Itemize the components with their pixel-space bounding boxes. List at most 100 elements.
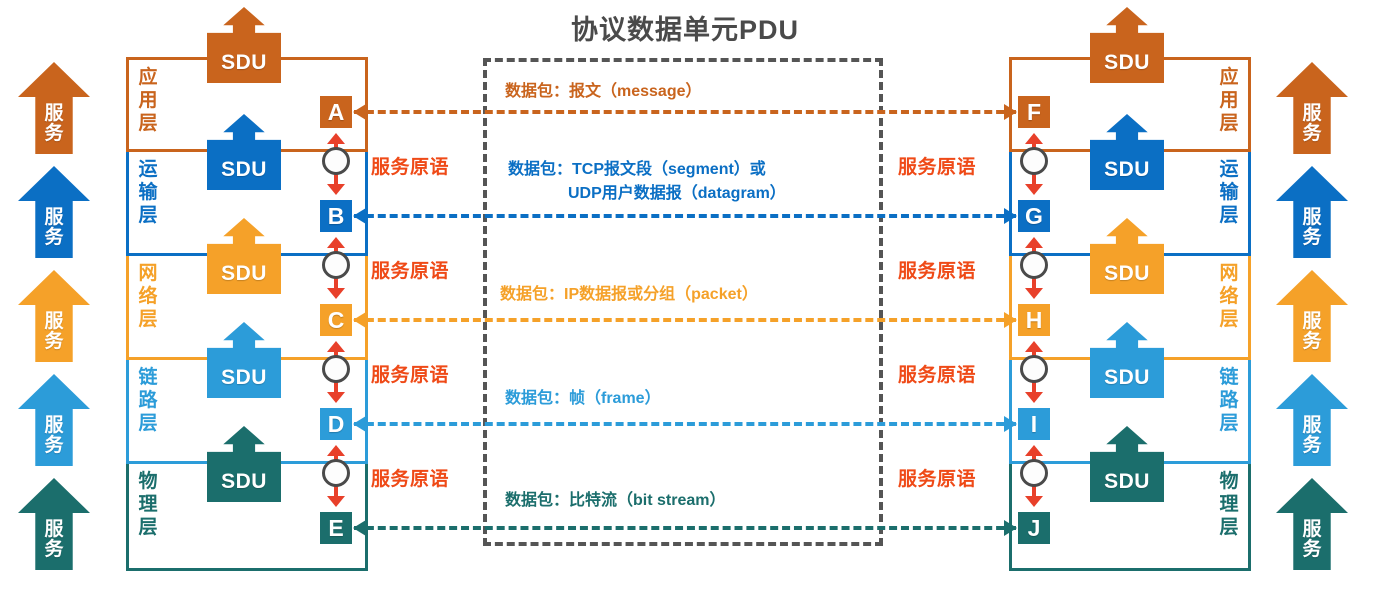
service-primitive-label-left-1: 服务原语 — [371, 157, 450, 178]
sdu-block-right-1: SDU — [1090, 7, 1164, 83]
layer-name: 运 输 层 — [1219, 159, 1239, 226]
pdu-dashed-container — [483, 58, 883, 546]
layer-name: 应 用 层 — [138, 67, 158, 134]
pdu-description-1: 数据包：报文（message） — [505, 80, 702, 104]
sap-circle-icon — [1020, 355, 1048, 383]
service-arrow-label: 服 务 — [44, 103, 64, 144]
layer-name: 应 用 层 — [1219, 67, 1239, 134]
service-arrow-right-5: 服 务 — [1276, 478, 1348, 570]
arrow-up-icon — [327, 445, 345, 456]
layer-name: 物 理 层 — [1219, 471, 1239, 538]
sap-circle-icon — [322, 147, 350, 175]
service-arrow-right-4: 服 务 — [1276, 374, 1348, 466]
pdu-description-4: 数据包：帧（frame） — [505, 387, 661, 411]
layer-left-5: 物 理 层 — [126, 464, 368, 571]
sdu-label: SDU — [1104, 470, 1150, 493]
endpoint-box-f[interactable]: F — [1018, 96, 1050, 128]
service-arrow-right-3: 服 务 — [1276, 270, 1348, 362]
service-primitive-label-right-3: 服务原语 — [898, 365, 977, 386]
service-arrow-label: 服 务 — [1302, 207, 1322, 248]
service-arrow-left-5: 服 务 — [18, 478, 90, 570]
service-arrow-label: 服 务 — [1302, 519, 1322, 560]
pdu-description-line: 数据包：IP数据报或分组（packet） — [500, 286, 758, 303]
service-access-point-right-1 — [1017, 133, 1051, 195]
arrow-up-icon — [1025, 133, 1043, 144]
service-arrow-right-2: 服 务 — [1276, 166, 1348, 258]
endpoint-box-d[interactable]: D — [320, 408, 352, 440]
service-arrow-label: 服 务 — [1302, 311, 1322, 352]
endpoint-box-i[interactable]: I — [1018, 408, 1050, 440]
sdu-label: SDU — [221, 366, 267, 389]
flow-arrowhead-left-1 — [353, 104, 366, 120]
arrow-down-icon — [327, 288, 345, 299]
sap-circle-icon — [322, 459, 350, 487]
layer-right-5: 物 理 层 — [1009, 464, 1251, 571]
endpoint-box-g[interactable]: G — [1018, 200, 1050, 232]
endpoint-box-b[interactable]: B — [320, 200, 352, 232]
service-primitive-label-left-2: 服务原语 — [371, 261, 450, 282]
arrow-down-icon — [1025, 184, 1043, 195]
service-primitive-label-right-1: 服务原语 — [898, 157, 977, 178]
arrow-down-icon — [1025, 288, 1043, 299]
pdu-flow-line-5 — [354, 526, 1016, 530]
flow-arrowhead-right-4 — [1004, 416, 1017, 432]
endpoint-box-c[interactable]: C — [320, 304, 352, 336]
flow-arrowhead-right-2 — [1004, 208, 1017, 224]
service-access-point-right-4 — [1017, 445, 1051, 507]
pdu-description-3: 数据包：IP数据报或分组（packet） — [500, 283, 758, 307]
sap-circle-icon — [322, 355, 350, 383]
flow-arrowhead-left-4 — [353, 416, 366, 432]
page-title: 协议数据单元PDU — [570, 15, 799, 45]
layer-name: 链 路 层 — [1219, 367, 1239, 434]
sap-circle-icon — [322, 251, 350, 279]
flow-arrowhead-left-3 — [353, 312, 366, 328]
endpoint-box-e[interactable]: E — [320, 512, 352, 544]
service-access-point-left-4 — [319, 445, 353, 507]
arrow-up-icon — [1025, 341, 1043, 352]
sdu-label: SDU — [1104, 158, 1150, 181]
service-arrow-label: 服 务 — [44, 415, 64, 456]
layer-name: 网 络 层 — [138, 263, 158, 330]
sdu-block-left-5: SDU — [207, 426, 281, 502]
flow-arrowhead-right-5 — [1004, 520, 1017, 536]
service-arrow-label: 服 务 — [44, 311, 64, 352]
sdu-label: SDU — [221, 470, 267, 493]
arrow-up-icon — [327, 341, 345, 352]
pdu-description-5: 数据包：比特流（bit stream） — [505, 489, 725, 513]
service-arrow-label: 服 务 — [44, 207, 64, 248]
service-access-point-left-2 — [319, 237, 353, 299]
service-arrow-left-4: 服 务 — [18, 374, 90, 466]
arrow-down-icon — [1025, 496, 1043, 507]
sap-circle-icon — [1020, 251, 1048, 279]
arrow-up-icon — [327, 237, 345, 248]
endpoint-box-j[interactable]: J — [1018, 512, 1050, 544]
layer-name: 物 理 层 — [138, 471, 158, 538]
service-arrow-right-1: 服 务 — [1276, 62, 1348, 154]
service-access-point-left-1 — [319, 133, 353, 195]
sdu-block-left-3: SDU — [207, 218, 281, 294]
sdu-block-right-5: SDU — [1090, 426, 1164, 502]
sdu-block-left-2: SDU — [207, 114, 281, 190]
endpoint-box-a[interactable]: A — [320, 96, 352, 128]
sap-circle-icon — [1020, 147, 1048, 175]
pdu-flow-line-2 — [354, 214, 1016, 218]
sdu-block-right-4: SDU — [1090, 322, 1164, 398]
flow-arrowhead-left-2 — [353, 208, 366, 224]
service-primitive-label-left-4: 服务原语 — [371, 469, 450, 490]
sdu-label: SDU — [1104, 51, 1150, 74]
pdu-description-line: 数据包：报文（message） — [505, 83, 702, 100]
flow-arrowhead-right-3 — [1004, 312, 1017, 328]
pdu-description-line: 数据包：TCP报文段（segment）或 — [508, 161, 766, 178]
arrow-up-icon — [327, 133, 345, 144]
service-primitive-label-left-3: 服务原语 — [371, 365, 450, 386]
service-access-point-right-2 — [1017, 237, 1051, 299]
service-access-point-right-3 — [1017, 341, 1051, 403]
service-primitive-label-right-4: 服务原语 — [898, 469, 977, 490]
endpoint-box-h[interactable]: H — [1018, 304, 1050, 336]
sdu-block-left-1: SDU — [207, 7, 281, 83]
arrow-down-icon — [1025, 392, 1043, 403]
arrow-up-icon — [1025, 445, 1043, 456]
pdu-flow-line-1 — [354, 110, 1016, 114]
